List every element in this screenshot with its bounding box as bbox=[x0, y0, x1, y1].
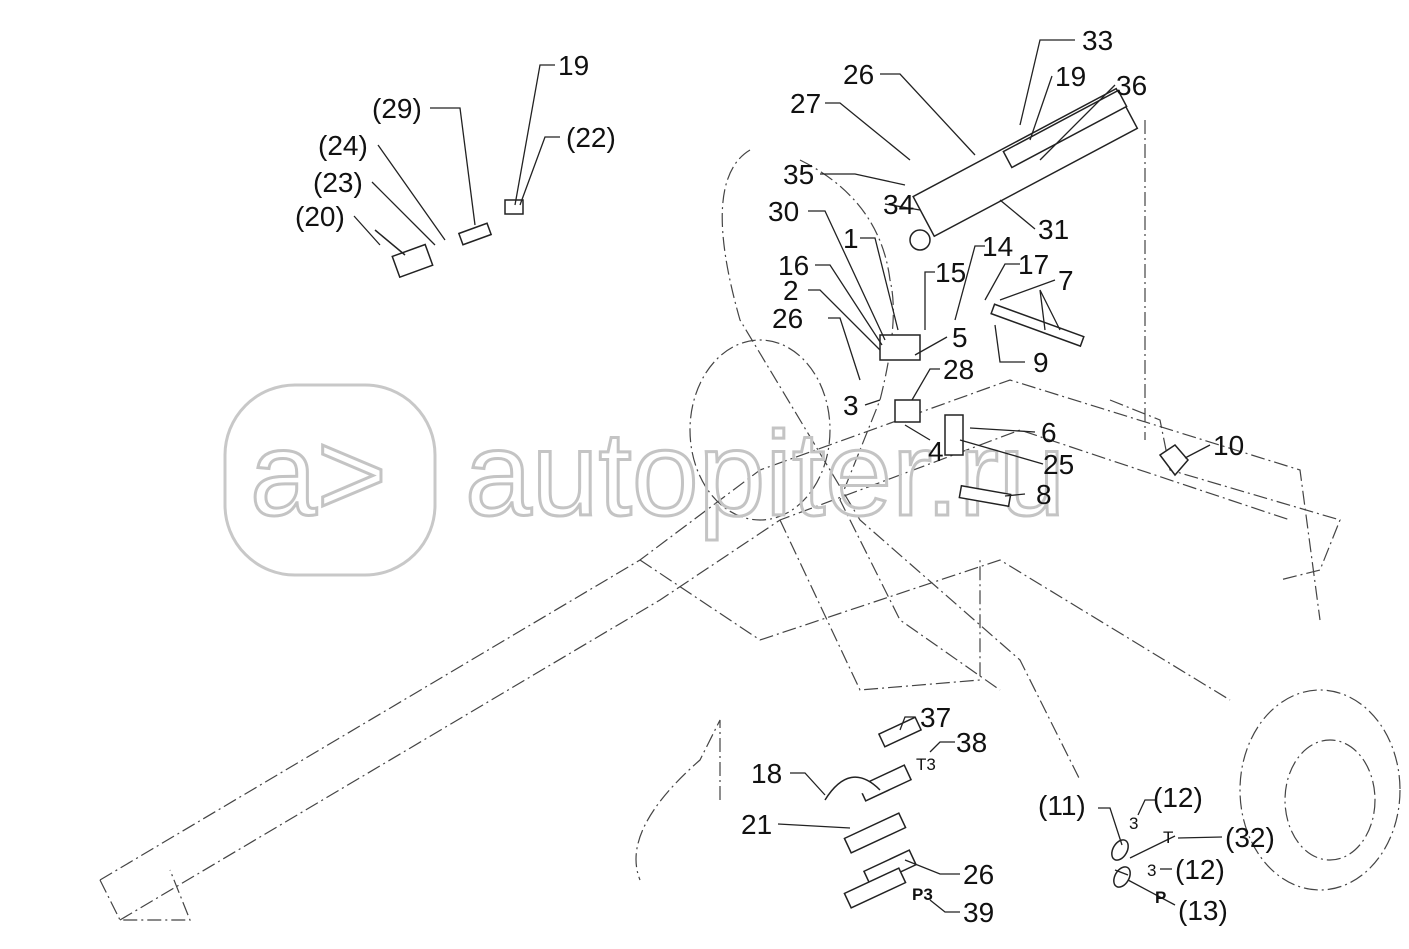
label-33: 33 bbox=[1082, 25, 1113, 56]
label-12: (12) bbox=[1153, 782, 1203, 813]
label-24: (24) bbox=[318, 130, 368, 161]
label-12: (12) bbox=[1175, 854, 1225, 885]
watermark: a> autopiter.ru bbox=[223, 383, 1067, 577]
label-16: 16 bbox=[778, 250, 809, 281]
label-39: 39 bbox=[963, 897, 994, 928]
label-26: 26 bbox=[772, 303, 803, 334]
label-29: (29) bbox=[372, 93, 422, 124]
label-32: (32) bbox=[1225, 822, 1275, 853]
label-t: T bbox=[1163, 828, 1173, 847]
leader-lines bbox=[353, 39, 1223, 913]
label-11: (11) bbox=[1038, 790, 1086, 821]
label-15: 15 bbox=[935, 257, 966, 288]
label-38: 38 bbox=[956, 727, 987, 758]
label-36: 36 bbox=[1116, 70, 1147, 101]
label-31: 31 bbox=[1038, 214, 1069, 245]
label-p3: P3 bbox=[912, 885, 933, 904]
label-t3: T3 bbox=[916, 755, 936, 774]
label-28: 28 bbox=[943, 354, 974, 385]
parts bbox=[374, 87, 1189, 909]
label-19: 19 bbox=[558, 50, 589, 81]
label-7: 7 bbox=[1058, 265, 1074, 296]
label-25: 25 bbox=[1043, 449, 1074, 480]
label-13: (13) bbox=[1178, 895, 1228, 926]
label-26: 26 bbox=[963, 859, 994, 890]
label-10: 10 bbox=[1213, 430, 1244, 461]
label-19: 19 bbox=[1055, 61, 1086, 92]
label-26: 26 bbox=[843, 59, 874, 90]
label-6: 6 bbox=[1041, 417, 1057, 448]
label-2: 2 bbox=[783, 275, 799, 306]
label-22: (22) bbox=[566, 122, 616, 153]
label-27: 27 bbox=[790, 88, 821, 119]
callout-labels: 19 (29) (24) (22) (23) (20) 33 26 19 36 … bbox=[295, 25, 1275, 928]
label-9: 9 bbox=[1033, 347, 1049, 378]
label-p: P bbox=[1155, 888, 1166, 907]
label-14: 14 bbox=[982, 231, 1013, 262]
label-21: 21 bbox=[741, 809, 772, 840]
label-23: (23) bbox=[313, 167, 363, 198]
label-30: 30 bbox=[768, 196, 799, 227]
label-3-lower: 3 bbox=[1147, 861, 1156, 880]
label-5: 5 bbox=[952, 322, 968, 353]
label-35: 35 bbox=[783, 159, 814, 190]
label-20: (20) bbox=[295, 201, 345, 232]
label-3-upper: 3 bbox=[1129, 814, 1138, 833]
label-1: 1 bbox=[843, 223, 859, 254]
axle-assembly-drawing bbox=[99, 120, 1401, 921]
label-17: 17 bbox=[1018, 249, 1049, 280]
label-37: 37 bbox=[920, 702, 951, 733]
label-4: 4 bbox=[928, 436, 944, 467]
watermark-logo: a> bbox=[250, 407, 387, 541]
label-18: 18 bbox=[751, 758, 782, 789]
label-34: 34 bbox=[883, 189, 914, 220]
watermark-site: autopiter.ru bbox=[465, 407, 1065, 541]
label-3: 3 bbox=[843, 390, 859, 421]
label-8: 8 bbox=[1036, 479, 1052, 510]
